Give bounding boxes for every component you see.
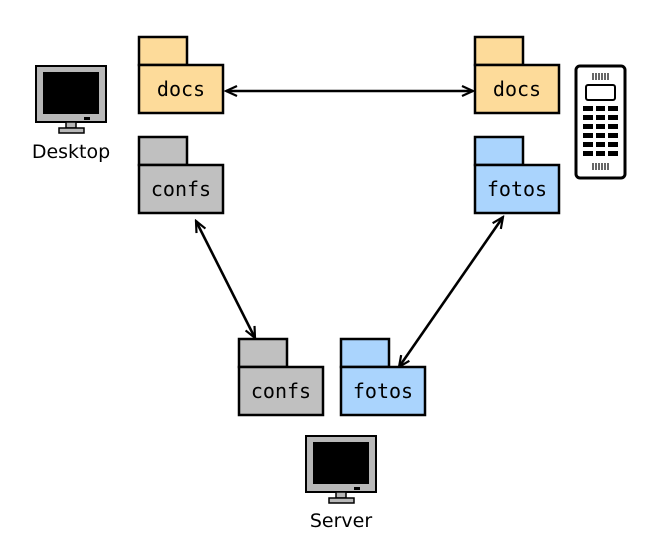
mobile-phone-icon [574, 64, 627, 180]
server-monitor-icon [305, 435, 377, 504]
sync-arrow-confs [196, 221, 255, 338]
folder-label: fotos [353, 379, 413, 403]
desktop-monitor-icon [35, 65, 107, 134]
sync-arrow-fotos [399, 217, 503, 367]
folder-desktop-docs: docs [137, 35, 225, 115]
folder-server-confs: confs [237, 337, 325, 417]
folder-phone-fotos: fotos [473, 135, 561, 215]
folder-label: confs [151, 177, 211, 201]
folder-label: confs [251, 379, 311, 403]
folder-phone-docs: docs [473, 35, 561, 115]
folder-desktop-confs: confs [137, 135, 225, 215]
folder-server-fotos: fotos [339, 337, 427, 417]
folder-label: docs [157, 77, 205, 101]
folder-label: docs [493, 77, 541, 101]
desktop-label: Desktop [32, 141, 110, 163]
folder-label: fotos [487, 177, 547, 201]
server-label: Server [310, 510, 372, 532]
